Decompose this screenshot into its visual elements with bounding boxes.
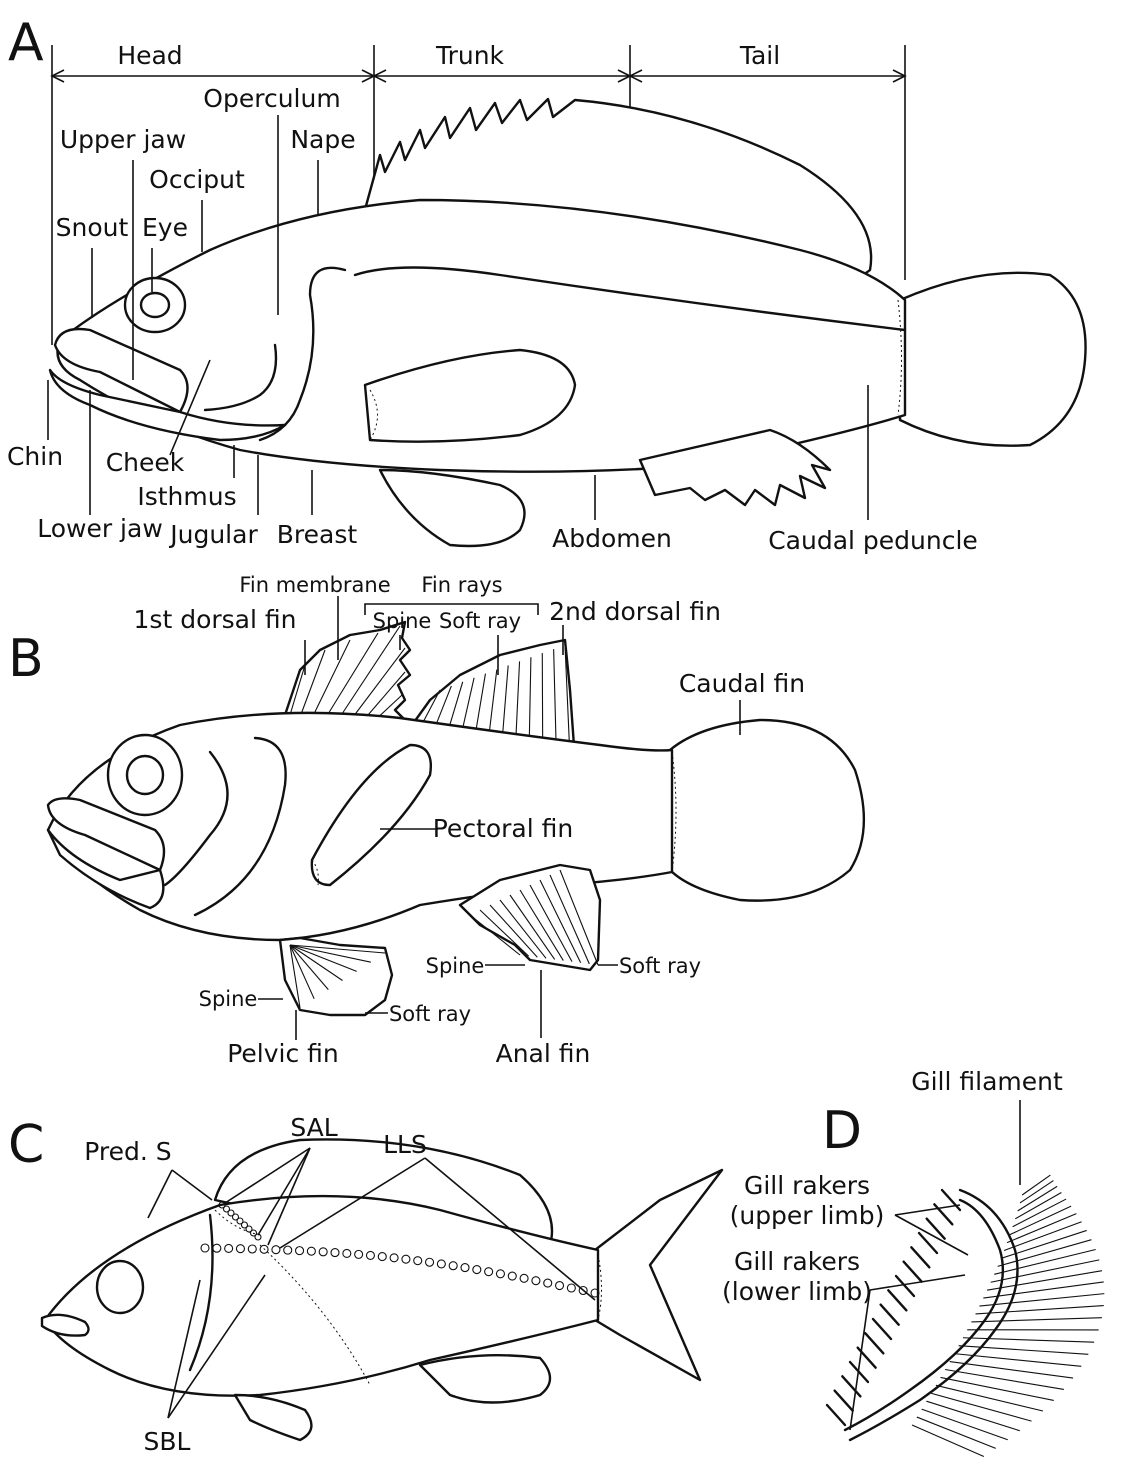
fish-b-pupil [127, 756, 163, 794]
region-head-label: Head [117, 41, 182, 70]
label-caudal-fin: Caudal fin [679, 669, 805, 698]
label-breast: Breast [277, 520, 358, 549]
gill-raker [865, 1333, 883, 1353]
label-nape: Nape [290, 125, 355, 154]
panel-a: A Head Trunk Tail [7, 13, 1086, 555]
panel-d: D Gill filament Gill rakers (upper limb)… [722, 1067, 1104, 1457]
fish-a-caudal-fin [900, 273, 1086, 446]
panel-b: B [8, 573, 864, 1068]
label-gill-rakers-upper-line2: (upper limb) [730, 1201, 885, 1230]
gill-filament [945, 1369, 1064, 1389]
label-gill-filament: Gill filament [911, 1067, 1063, 1096]
fish-a-pupil [141, 293, 169, 317]
panel-c-letter: C [8, 1115, 44, 1175]
gill-raker [835, 1391, 853, 1411]
label-sal: SAL [290, 1113, 337, 1142]
fish-c-caudal-fin [595, 1170, 722, 1380]
label-abdomen: Abdomen [552, 524, 672, 553]
gill-filament [975, 1306, 1103, 1314]
gill-filaments [912, 1175, 1104, 1457]
fish-c-pelvic-fin [235, 1395, 311, 1440]
label-caudal-peduncle: Caudal peduncle [768, 526, 978, 555]
gill-filament [987, 1271, 1102, 1290]
panel-b-letter: B [8, 629, 44, 689]
label-cheek: Cheek [106, 448, 185, 477]
gill-raker [881, 1305, 899, 1325]
gill-raker [904, 1262, 922, 1282]
panel-d-letter: D [822, 1101, 862, 1161]
label-operculum: Operculum [203, 84, 340, 113]
label-soft-ray-dorsal: Soft ray [439, 609, 521, 633]
label-isthmus: Isthmus [137, 482, 236, 511]
label-eye: Eye [142, 213, 188, 242]
label-second-dorsal-fin: 2nd dorsal fin [549, 597, 721, 626]
gill-raker [873, 1319, 891, 1339]
label-fin-rays: Fin rays [421, 573, 502, 597]
label-upper-jaw: Upper jaw [60, 125, 186, 154]
label-spine-anal: Spine [426, 954, 485, 978]
label-fin-membrane: Fin membrane [239, 573, 390, 597]
label-pectoral-fin: Pectoral fin [433, 814, 574, 843]
label-occiput: Occiput [149, 165, 245, 194]
gill-filament [963, 1338, 1094, 1342]
fish-b-caudal-fin [670, 720, 864, 901]
label-soft-ray-anal: Soft ray [619, 954, 701, 978]
label-spine-pelvic: Spine [199, 987, 258, 1011]
label-sbl: SBL [144, 1427, 191, 1456]
label-lower-jaw: Lower jaw [37, 514, 163, 543]
label-lls: LLS [383, 1130, 427, 1159]
fish-a-pelvic-fin [380, 470, 525, 546]
label-jugular: Jugular [168, 520, 258, 549]
region-tail-label: Tail [739, 41, 780, 70]
region-trunk-label: Trunk [435, 41, 505, 70]
label-gill-rakers-lower-line2: (lower limb) [722, 1277, 872, 1306]
gill-filament [1013, 1199, 1066, 1227]
gill-filament [971, 1318, 1101, 1322]
gill-raker [827, 1405, 845, 1425]
label-anal-fin: Anal fin [496, 1039, 591, 1068]
gill-filament [936, 1385, 1043, 1411]
label-gill-rakers-lower-line1: Gill rakers [734, 1247, 860, 1276]
label-gill-rakers-upper-line1: Gill rakers [744, 1171, 870, 1200]
gill-raker [911, 1247, 929, 1267]
label-snout: Snout [56, 213, 129, 242]
panel-a-letter: A [8, 13, 44, 73]
fish-c-eye [97, 1261, 143, 1313]
label-first-dorsal-fin: 1st dorsal fin [134, 605, 297, 634]
gill-raker [927, 1219, 945, 1239]
gill-filament [941, 1377, 1054, 1400]
label-pred-s: Pred. S [84, 1137, 171, 1166]
label-spine-dorsal: Spine [373, 609, 432, 633]
fish-c-anal-fin [420, 1355, 550, 1402]
gill-raker [888, 1290, 906, 1310]
fish-b-first-dorsal-fin [285, 622, 410, 725]
panel-c: C [8, 1113, 722, 1456]
label-soft-ray-pelvic: Soft ray [389, 1002, 471, 1026]
label-pelvic-fin: Pelvic fin [227, 1039, 339, 1068]
label-chin: Chin [7, 442, 63, 471]
panel-d-leaders [850, 1100, 1020, 1430]
